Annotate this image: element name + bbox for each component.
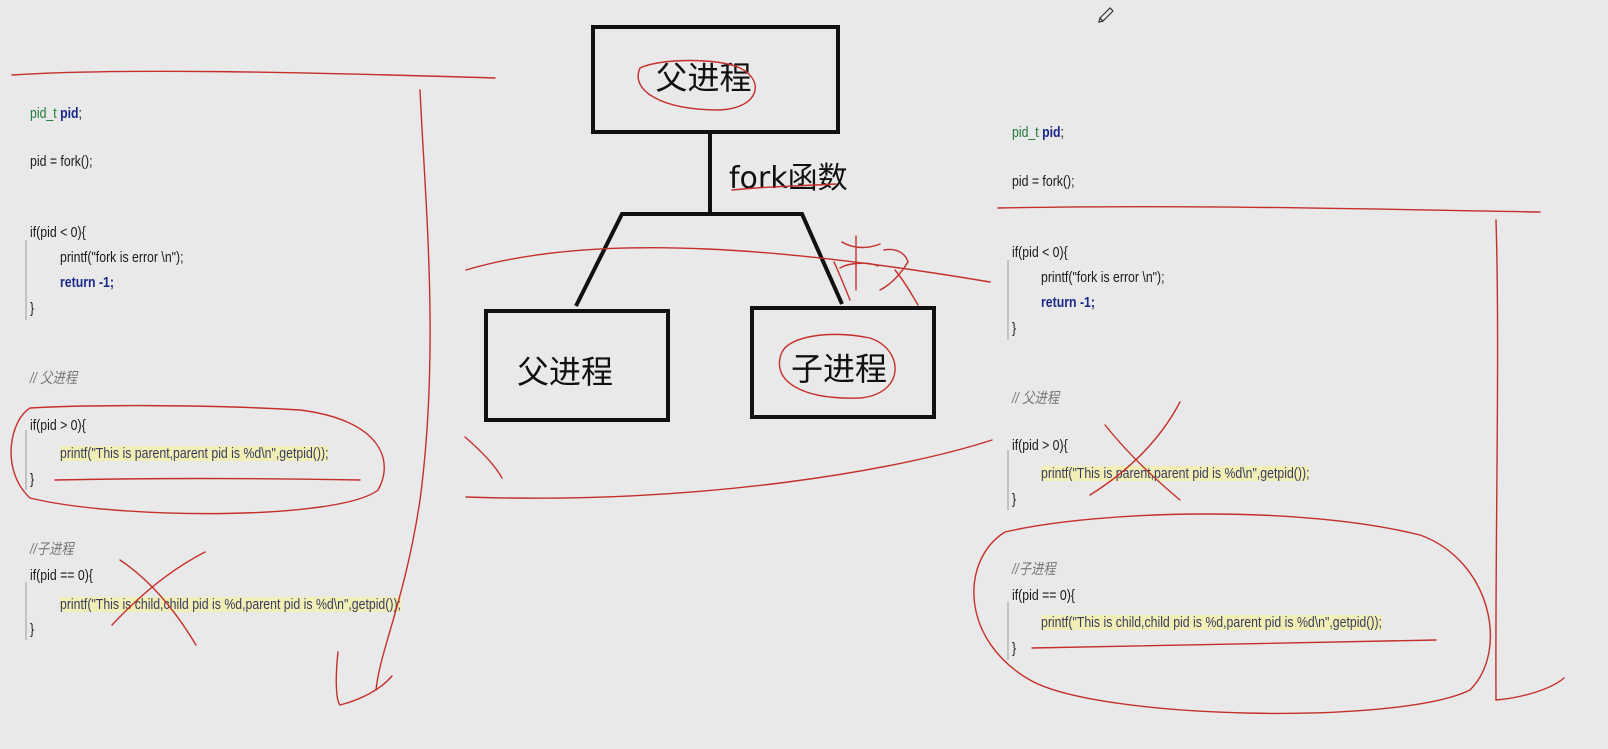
right-code-comment-child: //子进程 [1012, 561, 1056, 578]
right-code-brace-1: } [1012, 320, 1017, 337]
right-code-if-parent: if(pid > 0){ [1012, 437, 1068, 454]
left-code-line-decl: pid_t pid; [30, 106, 82, 121]
right-code-printf-child: printf("This is child,child pid is %d,pa… [1041, 614, 1382, 631]
left-code-line-fork: pid = fork(); [30, 153, 93, 170]
tree-connectors [574, 134, 844, 307]
parent-process-box-bottom: 父进程 [484, 309, 670, 422]
left-code-brace-1: } [30, 300, 35, 317]
child-process-label: 子进程 [790, 349, 887, 388]
left-code-return: return -1; [60, 274, 114, 291]
left-code-if-parent: if(pid > 0){ [30, 417, 86, 434]
left-code-printf-child: printf("This is child,child pid is %d,pa… [60, 596, 401, 613]
right-code-line-fork: pid = fork(); [1012, 173, 1075, 190]
left-semicolon: ; [78, 105, 82, 122]
right-code-brace-3: } [1012, 640, 1017, 657]
red-pen-strokes [10, 59, 1565, 715]
left-code-comment-parent: // 父进程 [30, 370, 78, 387]
parent-process-label-bottom: 父进程 [516, 352, 613, 391]
right-type-token: pid_t [1012, 124, 1039, 141]
code-gutter-lines [25, 240, 1009, 660]
left-code-if-child: if(pid == 0){ [30, 567, 93, 584]
child-process-box: 子进程 [750, 306, 936, 419]
left-code-brace-2: } [30, 471, 35, 488]
left-code-printf-parent: printf("This is parent,parent pid is %d\… [60, 445, 329, 462]
parent-process-box-top: 父进程 [591, 25, 840, 134]
right-code-line-decl: pid_t pid; [1012, 125, 1064, 140]
right-code-if-error: if(pid < 0){ [1012, 244, 1068, 261]
left-code-if-error: if(pid < 0){ [30, 224, 86, 241]
right-code-printf-error: printf("fork is error \n"); [1041, 269, 1165, 286]
left-type-token: pid_t [30, 105, 57, 122]
left-code-brace-3: } [30, 621, 35, 638]
pencil-icon[interactable] [1098, 7, 1114, 23]
parent-process-label-top: 父进程 [655, 58, 752, 97]
right-code-printf-parent: printf("This is parent,parent pid is %d\… [1041, 465, 1310, 482]
right-code-return: return -1; [1041, 294, 1095, 311]
right-var-token: pid [1042, 124, 1061, 141]
left-code-printf-error: printf("fork is error \n"); [60, 249, 184, 266]
right-semicolon: ; [1060, 124, 1064, 141]
left-code-comment-child: //子进程 [30, 541, 74, 558]
right-code-comment-parent: // 父进程 [1012, 390, 1060, 407]
left-var-token: pid [60, 105, 79, 122]
right-code-brace-2: } [1012, 491, 1017, 508]
right-code-if-child: if(pid == 0){ [1012, 587, 1075, 604]
fork-function-label: fork函数 [729, 161, 848, 196]
